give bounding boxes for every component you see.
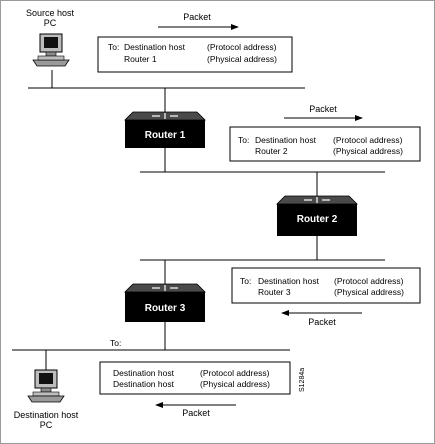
destination-host: Destination host PC	[14, 369, 79, 430]
packet-4-box	[99, 361, 291, 395]
router-1-label: Router 1	[145, 130, 186, 141]
packet-3-row1-name: Destination host	[258, 276, 320, 286]
router-icon	[124, 283, 206, 322]
packet-3-row2-name: Router 3	[258, 287, 291, 297]
destination-host-label-line2: PC	[40, 420, 53, 430]
packet-4-row2-name: Destination host	[113, 379, 175, 389]
packet-3-box	[231, 267, 421, 304]
packet-3-label: Packet	[308, 317, 336, 327]
router-2-label: Router 2	[297, 214, 338, 225]
router-1: Router 1	[124, 111, 206, 148]
packet-4: To: Destination host (Protocol address) …	[99, 338, 291, 418]
router-3: Router 3	[124, 283, 206, 322]
packet-2-row1-type: (Protocol address)	[333, 135, 403, 145]
router-icon	[276, 195, 358, 236]
packet-1-row2-type: (Physical address)	[207, 54, 277, 64]
pc-computer-icon	[27, 369, 65, 403]
packet-4-label: Packet	[182, 408, 210, 418]
packet-3: To: Destination host (Protocol address) …	[231, 267, 421, 327]
packet-2-row1-name: Destination host	[255, 135, 317, 145]
source-host-label-line1: Source host	[26, 8, 75, 18]
packet-3-row2-type: (Physical address)	[334, 287, 404, 297]
packet-1-row1-name: Destination host	[124, 42, 186, 52]
pc-computer-icon	[32, 33, 70, 67]
packet-3-row1-type: (Protocol address)	[334, 276, 404, 286]
packet-4-row1-name: Destination host	[113, 368, 175, 378]
packet-2-row2-type: (Physical address)	[333, 146, 403, 156]
packet-1-label: Packet	[183, 12, 211, 22]
packet-1-box	[97, 36, 293, 73]
packet-1-row2-name: Router 1	[124, 54, 157, 64]
packet-3-to-prefix: To:	[240, 276, 251, 286]
packet-1: Packet To: Destination host (Protocol ad…	[97, 12, 293, 73]
packet-2-row2-name: Router 2	[255, 146, 288, 156]
router-3-label: Router 3	[145, 303, 186, 314]
packet-2-label: Packet	[309, 104, 337, 114]
packet-4-row2-type: (Physical address)	[200, 379, 270, 389]
network-lines	[12, 70, 385, 372]
packet-2: Packet To: Destination host (Protocol ad…	[229, 104, 421, 162]
packet-1-to-prefix: To:	[108, 42, 119, 52]
figure-id: S1284a	[299, 368, 306, 392]
packet-4-row1-type: (Protocol address)	[200, 368, 270, 378]
source-host: Source host PC	[26, 8, 75, 67]
packet-2-box	[229, 126, 421, 162]
source-host-label-line2: PC	[44, 18, 57, 28]
packet-1-row1-type: (Protocol address)	[207, 42, 277, 52]
router-2: Router 2	[276, 195, 358, 236]
packet-4-to-prefix: To:	[110, 338, 121, 348]
destination-host-label-line1: Destination host	[14, 410, 79, 420]
router-icon	[124, 111, 206, 148]
packet-2-to-prefix: To:	[238, 135, 249, 145]
